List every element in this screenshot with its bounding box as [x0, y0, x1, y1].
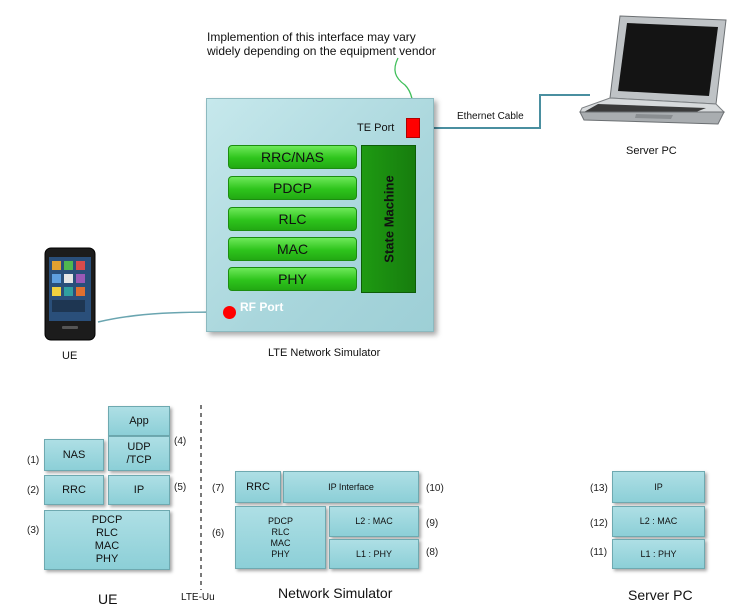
ue-tcp-label: /TCP	[126, 453, 152, 466]
ue-rlc-label: RLC	[95, 527, 118, 539]
ue-device-label: UE	[62, 350, 78, 362]
ue-num-3: (3)	[27, 525, 40, 536]
ue-stack-caption: UE	[98, 591, 118, 607]
sim-num-8: (8)	[426, 547, 439, 558]
server-l2-mac-cell: L2 : MAC	[612, 506, 705, 537]
ue-num-2: (2)	[27, 485, 40, 496]
layer-phy: PHY	[228, 267, 357, 291]
te-port	[406, 118, 420, 138]
sim-num-10: (10)	[426, 483, 444, 494]
ue-nas-cell: NAS	[44, 439, 104, 471]
layer-pdcp: PDCP	[228, 176, 357, 200]
ue-udp-label: UDP	[127, 440, 151, 453]
phone-icon	[44, 247, 96, 341]
rf-port-label: RF Port	[240, 300, 284, 314]
sim-rrc-cell: RRC	[235, 471, 281, 503]
sim-ip-interface-cell: IP Interface	[283, 471, 419, 503]
sim-mac-label: MAC	[270, 537, 291, 548]
annotation-line-2: widely depending on the equipment vendor	[207, 44, 436, 58]
state-machine-label: State Machine	[381, 175, 396, 263]
ue-phy-label: PHY	[95, 553, 119, 565]
ue-num-1: (1)	[27, 455, 40, 466]
sim-num-7: (7)	[212, 483, 225, 494]
ue-pdcp-label: PDCP	[91, 514, 123, 526]
server-num-11: (11)	[590, 547, 608, 558]
server-num-12: (12)	[590, 518, 608, 529]
ethernet-cable-label: Ethernet Cable	[457, 111, 524, 122]
server-num-13: (13)	[590, 483, 608, 494]
ue-udp-tcp-cell: UDP /TCP	[108, 436, 170, 471]
ue-app-cell: App	[108, 406, 170, 436]
sim-lower-layers-cell: PDCP RLC MAC PHY	[235, 506, 326, 569]
sim-pdcp-label: PDCP	[267, 515, 293, 526]
server-l1-phy-cell: L1 : PHY	[612, 539, 705, 569]
annotation-line-1: Implemention of this interface may vary	[207, 30, 416, 44]
ethernet-cable	[420, 94, 590, 129]
te-port-label: TE Port	[357, 122, 395, 134]
server-stack-caption: Server PC	[628, 587, 693, 603]
ue-mac-label: MAC	[94, 540, 120, 552]
sim-l2-mac-cell: L2 : MAC	[329, 506, 419, 537]
sim-rlc-label: RLC	[271, 526, 290, 537]
layer-rlc: RLC	[228, 207, 357, 231]
rf-port	[223, 306, 236, 319]
ue-rrc-cell: RRC	[44, 475, 104, 505]
sim-l1-phy-cell: L1 : PHY	[329, 539, 419, 569]
sim-num-9: (9)	[426, 518, 439, 529]
ue-num-4: (4)	[174, 436, 187, 447]
state-machine-block: State Machine	[361, 145, 416, 293]
simulator-label: LTE Network Simulator	[268, 347, 381, 359]
ue-num-5: (5)	[174, 482, 187, 493]
lte-uu-label: LTE-Uu	[181, 592, 215, 603]
server-ip-cell: IP	[612, 471, 705, 503]
sim-stack-caption: Network Simulator	[278, 585, 393, 601]
server-pc-label: Server PC	[626, 145, 677, 157]
ue-ip-cell: IP	[108, 475, 170, 505]
ue-lower-layers-cell: PDCP RLC MAC PHY	[44, 510, 170, 570]
layer-rrc-nas: RRC/NAS	[228, 145, 357, 169]
sim-phy-label: PHY	[271, 548, 290, 559]
laptop-icon	[579, 15, 727, 125]
sim-num-6: (6)	[212, 528, 225, 539]
layer-mac: MAC	[228, 237, 357, 261]
